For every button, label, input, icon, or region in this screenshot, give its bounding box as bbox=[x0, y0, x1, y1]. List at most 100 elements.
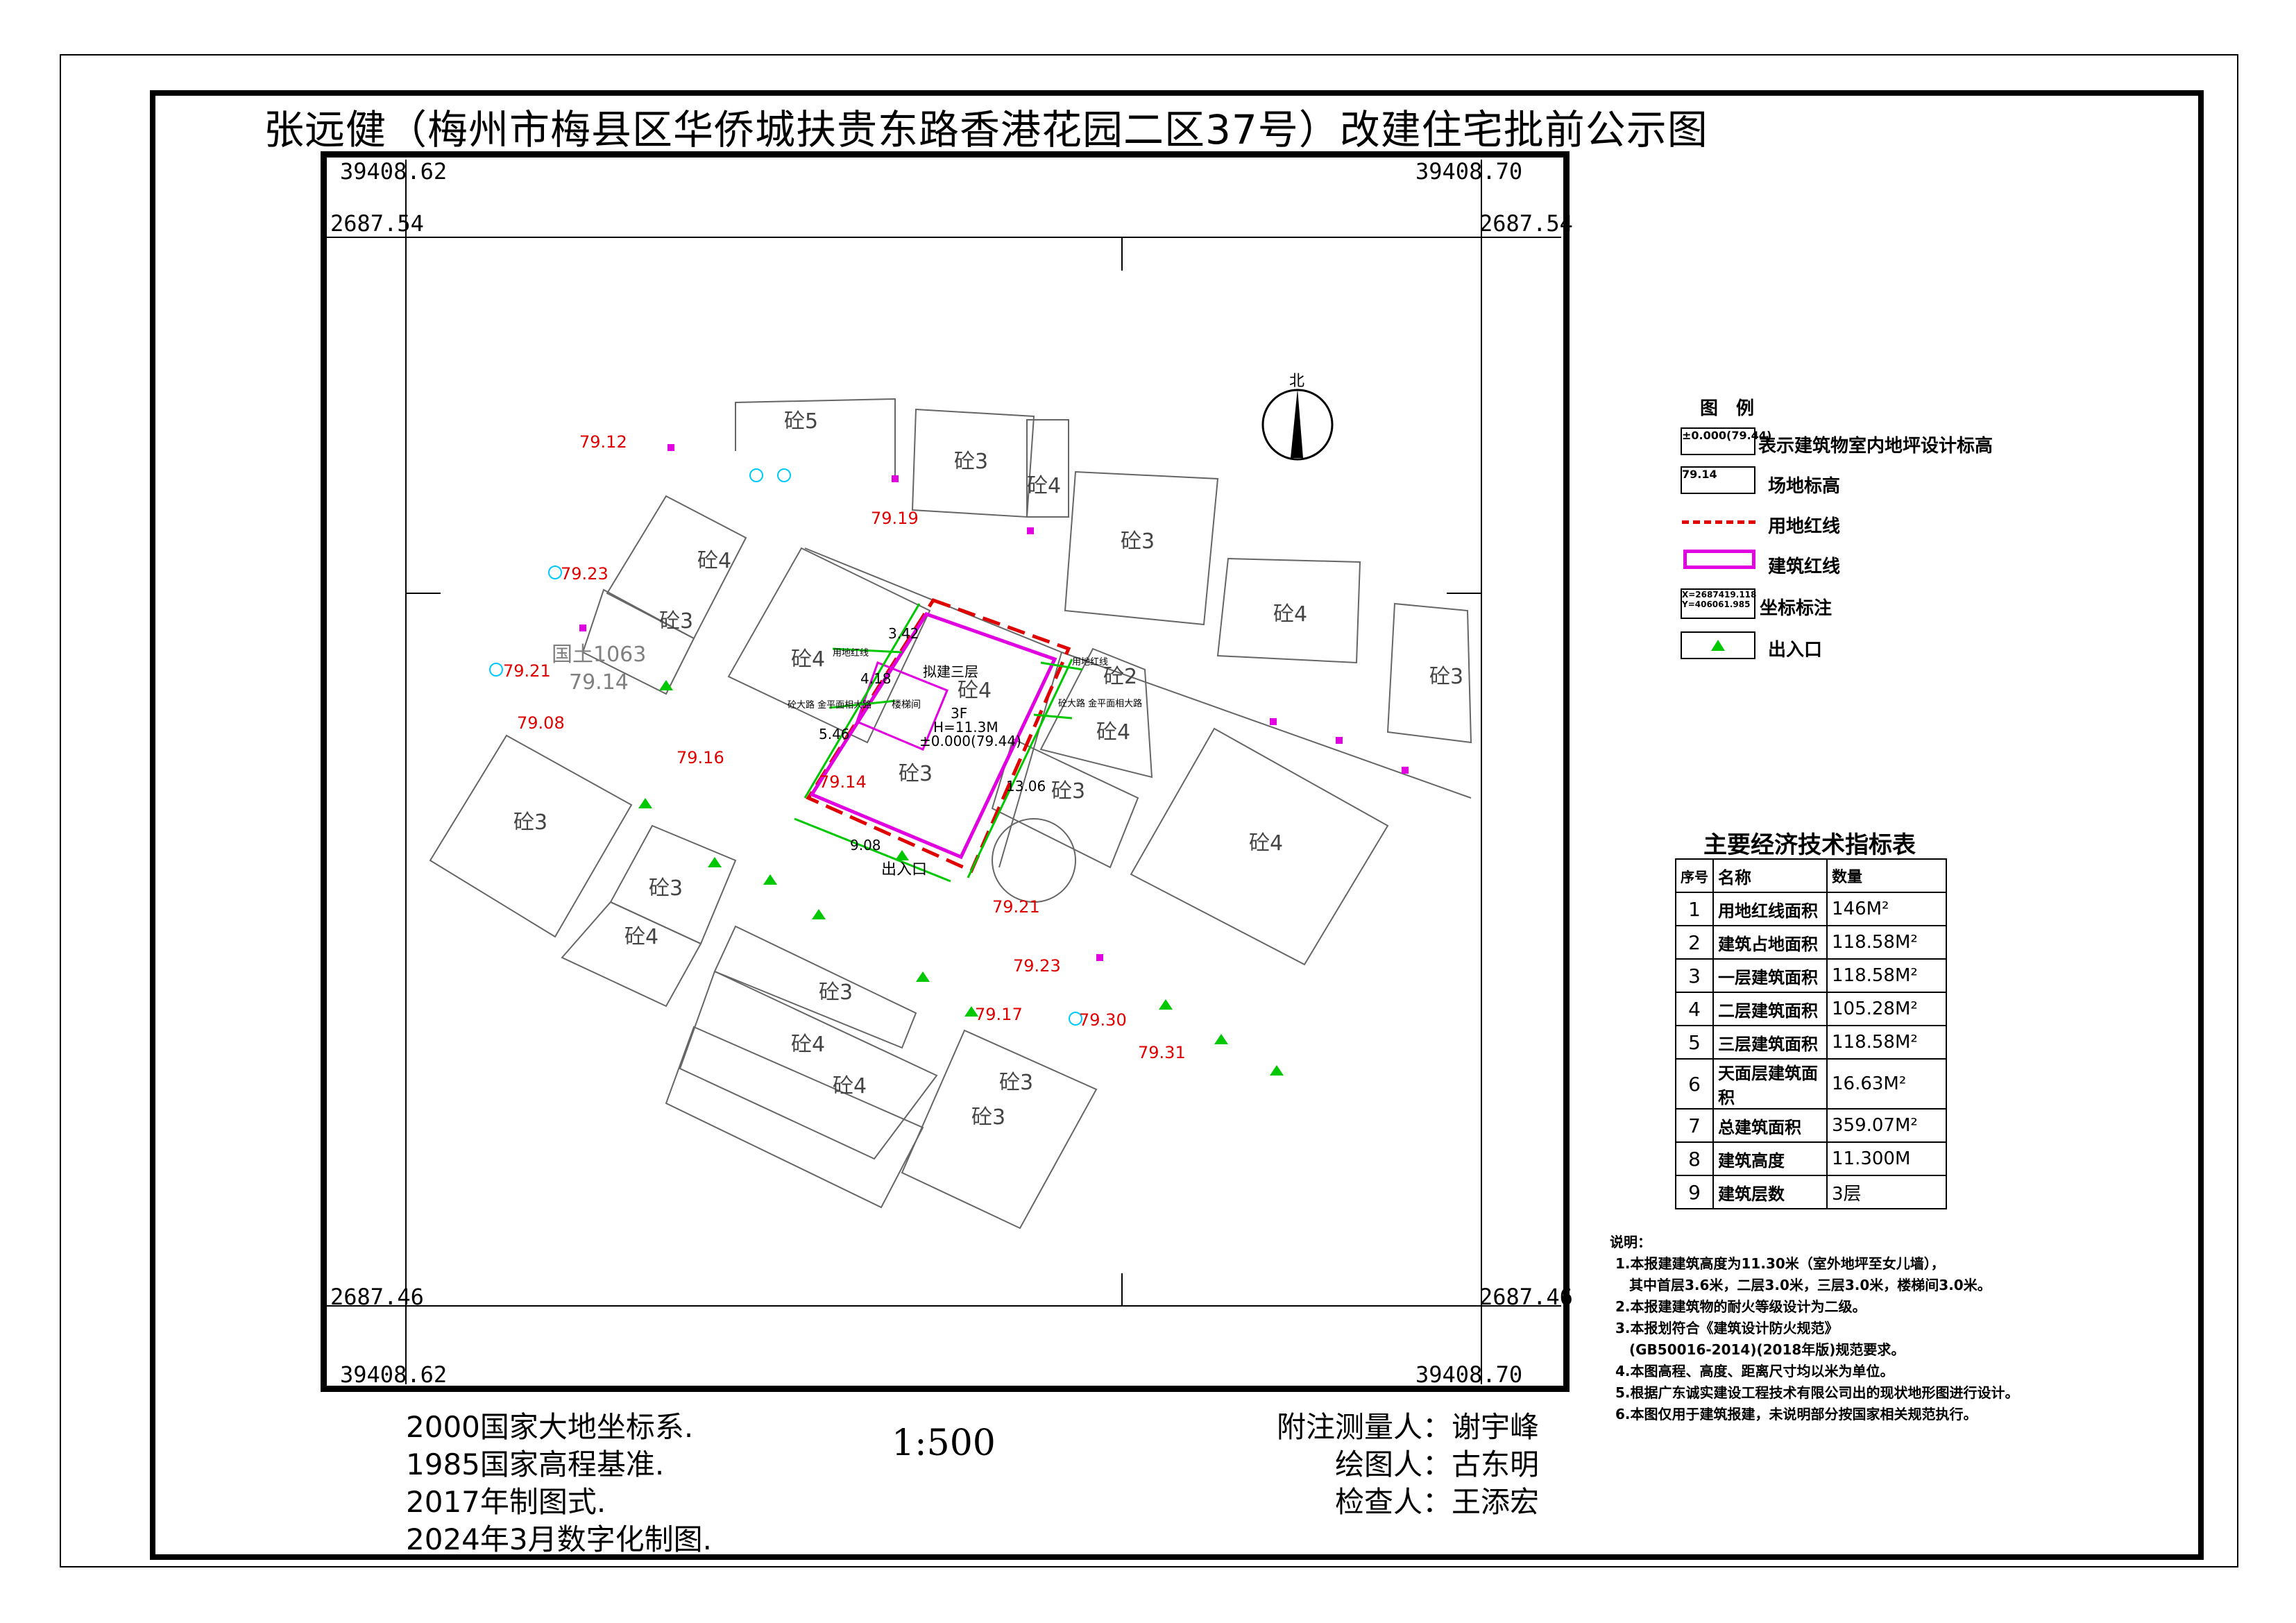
elevation-label: 79.19 bbox=[871, 509, 919, 528]
map-title: 张远健（梅州市梅县区华侨城扶贵东路香港花园二区37号）改建住宅批前公示图 bbox=[264, 106, 1708, 153]
signature-name: 古东明 bbox=[1452, 1447, 1540, 1481]
elevation-label: 79.08 bbox=[517, 713, 565, 733]
signatures: 附注测量人：谢宇峰 绘图人：古东明 检查人：王添宏 bbox=[1277, 1409, 1539, 1521]
building-red-line bbox=[809, 611, 1057, 860]
corner-top-right-y: 39408.70 bbox=[1415, 158, 1523, 185]
building-label: 砼4 bbox=[791, 647, 825, 672]
inner-border bbox=[150, 90, 2204, 1560]
scale-label: 1:500 bbox=[892, 1422, 996, 1464]
table-cell: 1 bbox=[1675, 892, 1714, 926]
table-cell: 105.28M² bbox=[1826, 992, 1947, 1026]
table-cell: 118.58M² bbox=[1826, 1025, 1947, 1060]
grid-frame bbox=[405, 237, 1482, 1307]
corner-bottom-left-y: 39408.62 bbox=[340, 1361, 448, 1388]
note-line: 6.本图仅用于建筑报建，未说明部分按国家相关规范执行。 bbox=[1615, 1406, 1978, 1422]
elevation-label: 79.21 bbox=[503, 661, 551, 681]
signature-name: 谢宇峰 bbox=[1452, 1410, 1540, 1444]
building-label: 砼4 bbox=[1273, 602, 1307, 627]
note-line: 5.根据广东诚实建设工程技术有限公司出的现状地形图进行设计。 bbox=[1615, 1384, 2019, 1401]
legend-label: 用地红线 bbox=[1768, 516, 1841, 537]
note-line: 3.本报划符合《建筑设计防火规范》 bbox=[1615, 1320, 1839, 1336]
proposed-building-label: 拟建三层 bbox=[923, 663, 978, 680]
table-cell: 用地红线面积 bbox=[1712, 892, 1828, 926]
building-label: 砼5 bbox=[784, 409, 818, 434]
elevation-label: 79.16 bbox=[677, 748, 724, 767]
parcel-label: 国土1063 bbox=[552, 643, 646, 667]
building-label: 砼2 bbox=[1103, 665, 1137, 689]
elevation-label: 79.23 bbox=[1013, 956, 1061, 976]
signature-role: 绘图人： bbox=[1335, 1447, 1452, 1481]
legend-label: 建筑红线 bbox=[1768, 556, 1841, 577]
legend-title: 图 例 bbox=[1700, 398, 1755, 419]
dimension-label: 9.08 bbox=[850, 837, 881, 853]
table-cell: 8 bbox=[1675, 1141, 1714, 1176]
floors-label: 3F bbox=[951, 705, 967, 722]
map-frame bbox=[321, 151, 1570, 1392]
table-cell: 一层建筑面积 bbox=[1712, 958, 1828, 993]
legend-sample-elevation: 79.14 bbox=[1681, 466, 1755, 494]
small-label: 用地红线 bbox=[1072, 656, 1108, 668]
height-label: H=11.3M bbox=[933, 719, 998, 736]
dimension-label: 5.46 bbox=[819, 726, 850, 742]
header-cell: 序号 bbox=[1675, 858, 1714, 893]
table-cell: 3 bbox=[1675, 958, 1714, 993]
signature-role: 检查人： bbox=[1335, 1485, 1452, 1519]
legend-label: 表示建筑物室内地坪设计标高 bbox=[1758, 436, 1993, 457]
note-line: 4.本图高程、高度、距离尺寸均以米为单位。 bbox=[1615, 1363, 1894, 1379]
elevation-label: 79.14 bbox=[819, 772, 867, 792]
legend-red-line-sample bbox=[1682, 520, 1755, 524]
table-cell: 总建筑面积 bbox=[1712, 1108, 1828, 1143]
table-cell: 118.58M² bbox=[1826, 958, 1947, 993]
legend-label: 坐标标注 bbox=[1760, 598, 1832, 619]
table-cell: 三层建筑面积 bbox=[1712, 1025, 1828, 1060]
digitized-date: 2024年3月数字化制图. bbox=[406, 1522, 712, 1556]
note-line: (GB50016-2014)(2018年版)规范要求。 bbox=[1615, 1341, 1905, 1358]
table-cell: 4 bbox=[1675, 992, 1714, 1026]
signature-role: 附注测量人： bbox=[1277, 1410, 1452, 1444]
table-cell: 5 bbox=[1675, 1025, 1714, 1060]
dimension-label: 4.18 bbox=[860, 670, 892, 687]
building-label: 砼3 bbox=[659, 609, 693, 634]
table-cell: 7 bbox=[1675, 1108, 1714, 1143]
building-label: 砼3 bbox=[971, 1105, 1005, 1130]
coordinate-system: 2000国家大地坐标系. bbox=[406, 1410, 694, 1444]
building-label: 砼4 bbox=[791, 1033, 825, 1057]
signature-row: 绘图人：古东明 bbox=[1277, 1446, 1539, 1484]
table-cell: 118.58M² bbox=[1826, 925, 1947, 960]
small-label: 砼大路 金平面相大路 bbox=[788, 699, 871, 711]
header-cell: 数量 bbox=[1826, 858, 1947, 893]
legend-entrance-sample bbox=[1681, 631, 1755, 659]
building-label: 砼4 bbox=[1249, 831, 1283, 856]
note-line: 2.本报建建筑物的耐火等级设计为二级。 bbox=[1615, 1298, 1866, 1315]
table-cell: 16.63M² bbox=[1826, 1058, 1947, 1110]
table-cell: 146M² bbox=[1826, 892, 1947, 926]
building-label: 砼3 bbox=[1051, 779, 1085, 804]
table-cell: 11.300M bbox=[1826, 1141, 1947, 1176]
elevation-label: 79.30 bbox=[1079, 1010, 1127, 1030]
map-style: 2017年制图式. bbox=[406, 1485, 606, 1519]
building-label: 砼3 bbox=[999, 1071, 1033, 1095]
signature-row: 附注测量人：谢宇峰 bbox=[1277, 1409, 1539, 1446]
outer-border bbox=[60, 54, 2238, 1567]
table-cell: 9 bbox=[1675, 1175, 1714, 1209]
legend-coordinate-sample: X=2687419.118 Y=406061.985 bbox=[1681, 588, 1756, 619]
table-cell: 建筑占地面积 bbox=[1712, 925, 1828, 960]
building-label: 砼3 bbox=[899, 762, 933, 786]
note-line: 其中首层3.6米，二层3.0米，三层3.0米，楼梯间3.0米。 bbox=[1615, 1277, 1991, 1293]
elevation-label: 79.21 bbox=[992, 897, 1040, 917]
elevation-label: 79.12 bbox=[579, 432, 627, 452]
elevation-datum: 1985国家高程基准. bbox=[406, 1447, 665, 1481]
table-cell: 6 bbox=[1675, 1058, 1714, 1110]
building-label: 砼4 bbox=[833, 1074, 867, 1098]
building-label: 砼4 bbox=[697, 549, 731, 573]
note-line: 1.本报建建筑高度为11.30米（室外地坪至女儿墙）， bbox=[1615, 1255, 1945, 1272]
design-level-label: ±0.000(79.44) bbox=[919, 733, 1021, 749]
dimension-label: 3.42 bbox=[888, 625, 919, 642]
